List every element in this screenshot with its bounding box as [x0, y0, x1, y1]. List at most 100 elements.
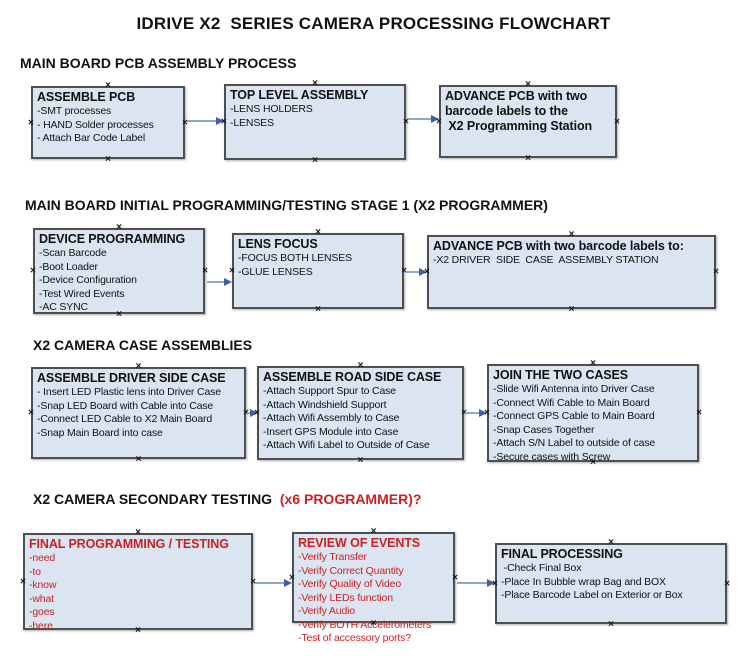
- box-item: -Insert GPS Module into Case: [263, 425, 399, 438]
- section-header-initial-programming: MAIN BOARD INITIAL PROGRAMMING/TESTING S…: [25, 197, 548, 213]
- box-item: -LENS HOLDERS: [230, 103, 313, 115]
- page-title: IDRIVE X2 SERIES CAMERA PROCESSING FLOWC…: [136, 14, 611, 33]
- flow-arrow: [255, 579, 292, 587]
- box-item: -Check Final Box: [501, 562, 582, 574]
- box-title: ADVANCE PCB with two barcode labels to t…: [445, 89, 593, 133]
- box-item: -what: [29, 592, 54, 605]
- section-header-pcb-assembly: MAIN BOARD PCB ASSEMBLY PROCESS: [20, 55, 296, 71]
- box-final-processing: FINAL PROCESSING -Check Final Box-Place …: [495, 543, 727, 624]
- box-item: -Verify BOTH Accelerometers: [298, 618, 432, 631]
- box-item: -Attach S/N Label to outside of case: [493, 437, 656, 449]
- box-title: DEVICE PROGRAMMING: [39, 232, 186, 246]
- box-review-of-events: REVIEW OF EVENTS -Verify Transfer-Verify…: [289, 532, 458, 644]
- connection-point-icon: [713, 269, 719, 276]
- connection-point-icon: [436, 118, 442, 125]
- box-item: - Insert LED Plastic lens into Driver Ca…: [37, 386, 221, 398]
- box-item: -Attach Support Spur to Case: [263, 385, 396, 397]
- box-item: -Connect Wifi Cable to Main Board: [493, 396, 650, 409]
- box-item: -Snap Main Board into case: [37, 426, 163, 439]
- flow-arrow: [187, 117, 224, 125]
- connection-point-icon: [254, 410, 260, 417]
- box-item: -Place In Bubble wrap Bag and BOX: [501, 575, 666, 588]
- box-item: -goes: [29, 606, 55, 618]
- box-title: ASSEMBLE DRIVER SIDE CASE: [37, 371, 226, 385]
- connection-point-icon: [28, 119, 34, 126]
- connection-point-icon: [424, 269, 430, 276]
- box-assemble-road-side-case: ASSEMBLE ROAD SIDE CASE -Attach Support …: [257, 366, 464, 460]
- box-item: -know: [29, 579, 57, 591]
- box-title: REVIEW OF EVENTS: [298, 536, 421, 550]
- section-header-text: MAIN BOARD INITIAL PROGRAMMING/TESTING S…: [25, 197, 548, 213]
- box-item: -Boot Loader: [39, 260, 98, 273]
- box-item: - Attach Bar Code Label: [37, 132, 146, 144]
- box-title: ASSEMBLE ROAD SIDE CASE: [263, 370, 442, 384]
- box-lens-focus: LENS FOCUS -FOCUS BOTH LENSES-GLUE LENSE…: [232, 233, 404, 309]
- connection-point-icon: [614, 118, 620, 125]
- box-item: -Device Configuration: [39, 274, 137, 286]
- box-item: -Snap LED Board with Cable into Case: [37, 399, 214, 412]
- box-item: -Attach Wifi Label to Outside of Case: [263, 439, 430, 451]
- connection-point-icon: [484, 410, 490, 417]
- section-header-red-text: (x6 PROGRAMMER)?: [279, 491, 422, 507]
- box-title: ASSEMBLE PCB: [37, 90, 136, 104]
- connection-point-icon: [229, 268, 235, 275]
- section-header-text: X2 CAMERA CASE ASSEMBLIES: [33, 337, 253, 353]
- box-advance-pcb-programming-station: ADVANCE PCB with two barcode labels to t…: [439, 85, 617, 158]
- box-title: JOIN THE TWO CASES: [493, 368, 629, 382]
- connection-point-icon: [221, 119, 227, 126]
- flow-arrow: [406, 268, 427, 276]
- box-item: -Place Barcode Label on Exterior or Box: [501, 589, 683, 601]
- box-item: -Test of accessory ports?: [298, 632, 411, 644]
- section-header-secondary-testing: X2 CAMERA SECONDARY TESTING (x6 PROGRAMM…: [33, 491, 421, 507]
- box-item: -to: [29, 565, 41, 578]
- box-item: -FOCUS BOTH LENSES: [238, 252, 352, 264]
- box-item: -Scan Barcode: [39, 247, 107, 259]
- connection-point-icon: [696, 410, 702, 417]
- box-item: -Secure cases with Screw: [493, 450, 611, 463]
- box-device-programming: DEVICE PROGRAMMING -Scan Barcode-Boot Lo…: [33, 228, 205, 314]
- box-item: -SMT processes: [37, 105, 112, 117]
- box-item: -Attach Windshield Support: [263, 398, 387, 411]
- box-title: ADVANCE PCB with two barcode labels to:: [433, 239, 684, 253]
- connection-point-icon: [30, 268, 36, 275]
- box-item: -Verify LEDs function: [298, 591, 393, 604]
- section-header-text: X2 CAMERA SECONDARY TESTING: [33, 491, 280, 507]
- box-item: -Test Wired Events: [39, 287, 125, 300]
- section-header-case-assemblies: X2 CAMERA CASE ASSEMBLIES: [33, 337, 252, 353]
- connection-point-icon: [289, 574, 295, 581]
- box-title: FINAL PROGRAMMING / TESTING: [29, 537, 229, 551]
- box-item: -Verify Audio: [298, 605, 355, 617]
- flow-arrow: [408, 115, 439, 123]
- connection-point-icon: [724, 580, 730, 587]
- box-item: -Verify Correct Quantity: [298, 564, 404, 577]
- box-final-programming-testing: FINAL PROGRAMMING / TESTING -need-to-kno…: [20, 533, 253, 632]
- box-title: TOP LEVEL ASSEMBLY: [230, 88, 369, 102]
- connection-point-icon: [452, 574, 458, 581]
- box-assemble-pcb: ASSEMBLE PCB -SMT processes- HAND Solder…: [31, 86, 185, 159]
- flow-arrow: [457, 579, 495, 587]
- box-item: -AC SYNC: [39, 301, 88, 313]
- box-item: -here: [29, 619, 53, 632]
- box-title: FINAL PROCESSING: [501, 547, 623, 561]
- connection-point-icon: [20, 578, 26, 585]
- box-title: LENS FOCUS: [238, 237, 318, 251]
- box-top-level-assembly: TOP LEVEL ASSEMBLY -LENS HOLDERS-LENSES: [224, 84, 406, 160]
- box-join-the-two-cases: JOIN THE TWO CASES -Slide Wifi Antenna i…: [484, 364, 702, 463]
- flow-arrow: [207, 278, 232, 286]
- box-item: -Connect LED Cable to X2 Main Board: [37, 413, 213, 425]
- box-item: -GLUE LENSES: [238, 265, 313, 278]
- box-item: - HAND Solder processes: [37, 118, 154, 131]
- box-item: -Verify Transfer: [298, 551, 367, 563]
- box-assemble-driver-side-case: ASSEMBLE DRIVER SIDE CASE - Insert LED P…: [31, 367, 246, 459]
- section-header-text: MAIN BOARD PCB ASSEMBLY PROCESS: [20, 55, 297, 71]
- box-item: -LENSES: [230, 116, 274, 129]
- box-item: -Slide Wifi Antenna into Driver Case: [493, 383, 655, 395]
- box-item: -Verify Quality of Video: [298, 578, 402, 590]
- connection-point-icon: [202, 268, 208, 275]
- box-advance-pcb-driver-side-station: ADVANCE PCB with two barcode labels to: …: [427, 235, 716, 309]
- box-item: -need: [29, 552, 56, 564]
- flow-arrow: [465, 409, 487, 417]
- box-item: -X2 DRIVER SIDE CASE ASSEMBLY STATION: [433, 254, 659, 266]
- box-item: -Connect GPS Cable to Main Board: [493, 410, 655, 422]
